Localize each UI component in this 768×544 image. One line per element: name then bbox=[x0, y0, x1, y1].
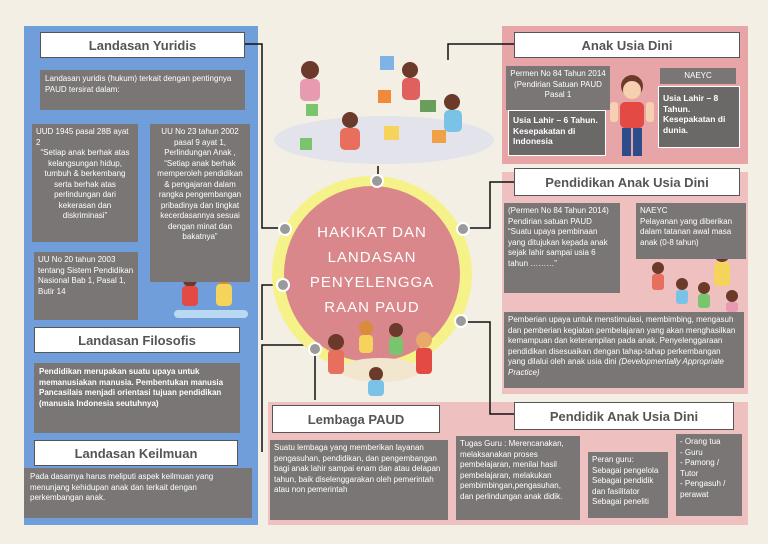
center-title-line: LANDASAN bbox=[327, 249, 417, 266]
center-title-line: HAKIKAT DAN bbox=[317, 224, 427, 241]
connector-dot bbox=[308, 342, 322, 356]
uud-1945-heading: UUD 1945 pasal 28B ayat 2 bbox=[36, 127, 129, 147]
lembaga-text: Suatu lembaga yang memberikan layanan pe… bbox=[270, 440, 448, 520]
naeyc-label: NAEYC bbox=[660, 68, 736, 84]
peran-guru-item: Sebagai pendidik dan fasilitator bbox=[592, 476, 654, 496]
pihak-item: - Pengasuh / perawat bbox=[680, 479, 726, 499]
peran-guru-title: Peran guru: bbox=[592, 455, 634, 464]
connector-dot bbox=[278, 222, 292, 236]
uu-23-box: UU No 23 tahun 2002 pasal 9 ayat 1, Perl… bbox=[150, 124, 250, 282]
uu-23-heading: UU No 23 tahun 2002 pasal 9 ayat 1, Perl… bbox=[161, 127, 239, 157]
connector-dot bbox=[276, 278, 290, 292]
pendidikan-permen-quote: “Suatu upaya pembinaan yang ditujukan ke… bbox=[508, 227, 608, 268]
uu-20-box: UU No 20 tahun 2003 tentang Sistem Pendi… bbox=[34, 252, 138, 320]
connector-dot bbox=[370, 174, 384, 188]
pihak-box: - Orang tua - Guru - Pamong / Tutor - Pe… bbox=[676, 434, 742, 516]
peran-guru-box: Peran guru: Sebagai pengelola Sebagai pe… bbox=[588, 452, 668, 518]
pendidikan-naeyc-label: NAEYC bbox=[640, 206, 668, 215]
pendidik-title: Pendidik Anak Usia Dini bbox=[514, 402, 734, 430]
filosofis-title: Landasan Filosofis bbox=[34, 327, 240, 353]
classroom-illustration bbox=[652, 246, 738, 312]
pendidikan-naeyc-box: NAEYC Pelayanan yang diberikan dalam tat… bbox=[636, 203, 746, 259]
pihak-item: - Orang tua bbox=[680, 437, 721, 446]
center-title-line: PENYELENGGA bbox=[309, 274, 435, 291]
center-title-line: RAAN PAUD bbox=[324, 299, 420, 316]
uu-23-quote: “Setiap anak berhak memperoleh pendidika… bbox=[157, 158, 243, 242]
uud-1945-box: UUD 1945 pasal 28B ayat 2 “Setiap anak b… bbox=[32, 124, 138, 242]
pendidikan-naeyc-text: Pelayanan yang diberikan dalam tatanan a… bbox=[640, 216, 733, 247]
peran-guru-item: Sebagai peneliti bbox=[592, 497, 649, 506]
lembaga-title: Lembaga PAUD bbox=[272, 405, 440, 433]
circle-time-illustration bbox=[328, 321, 432, 396]
boy-illustration bbox=[610, 75, 654, 156]
pendidikan-definition-italic: (Developmentally Appropriate Practice) bbox=[508, 357, 724, 377]
tugas-guru-box: Tugas Guru : Merencanakan, melaksanakan … bbox=[456, 436, 580, 520]
permen-84-box: Permen No 84 Tahun 2014 (Pendirian Satua… bbox=[506, 66, 610, 110]
naeyc-age: Usia Lahir – 8 Tahun. Kesepakatan di dun… bbox=[658, 86, 740, 148]
keilmuan-title: Landasan Keilmuan bbox=[34, 440, 238, 466]
yuridis-intro: Landasan yuridis (hukum) terkait dengan … bbox=[40, 70, 245, 110]
pendidikan-permen-heading: (Permen No 84 Tahun 2014) Pendirian satu… bbox=[508, 206, 609, 226]
keilmuan-text: Pada dasarnya harus meliputi aspek keilm… bbox=[24, 468, 252, 518]
yuridis-title: Landasan Yuridis bbox=[40, 32, 245, 58]
pendidikan-title: Pendidikan Anak Usia Dini bbox=[514, 168, 740, 196]
anak-usia-dini-title: Anak Usia Dini bbox=[514, 32, 740, 58]
center-title: HAKIKAT DAN LANDASAN PENYELENGGA RAAN PA… bbox=[284, 220, 460, 320]
center-circle bbox=[284, 186, 460, 362]
uud-1945-quote: “Setiap anak berhak atas kelangsungan hi… bbox=[40, 148, 130, 220]
children-blocks-illustration bbox=[274, 56, 494, 164]
connector-dot bbox=[454, 314, 468, 328]
connector-dot bbox=[456, 222, 470, 236]
pihak-item: - Guru bbox=[680, 447, 703, 457]
pihak-item: - Pamong / Tutor bbox=[680, 458, 720, 478]
pendidikan-permen-box: (Permen No 84 Tahun 2014) Pendirian satu… bbox=[504, 203, 620, 293]
pendidikan-definition: Pemberian upaya untuk menstimulasi, memb… bbox=[504, 312, 744, 388]
peran-guru-item: Sebagai pengelola bbox=[592, 465, 659, 475]
pendidikan-definition-text: Pemberian upaya untuk menstimulasi, memb… bbox=[508, 315, 736, 366]
filosofis-text: Pendidikan merupakan suatu upaya untuk m… bbox=[34, 363, 240, 433]
permen-84-age: Usia Lahir – 6 Tahun. Kesepakatan di Ind… bbox=[508, 110, 606, 156]
